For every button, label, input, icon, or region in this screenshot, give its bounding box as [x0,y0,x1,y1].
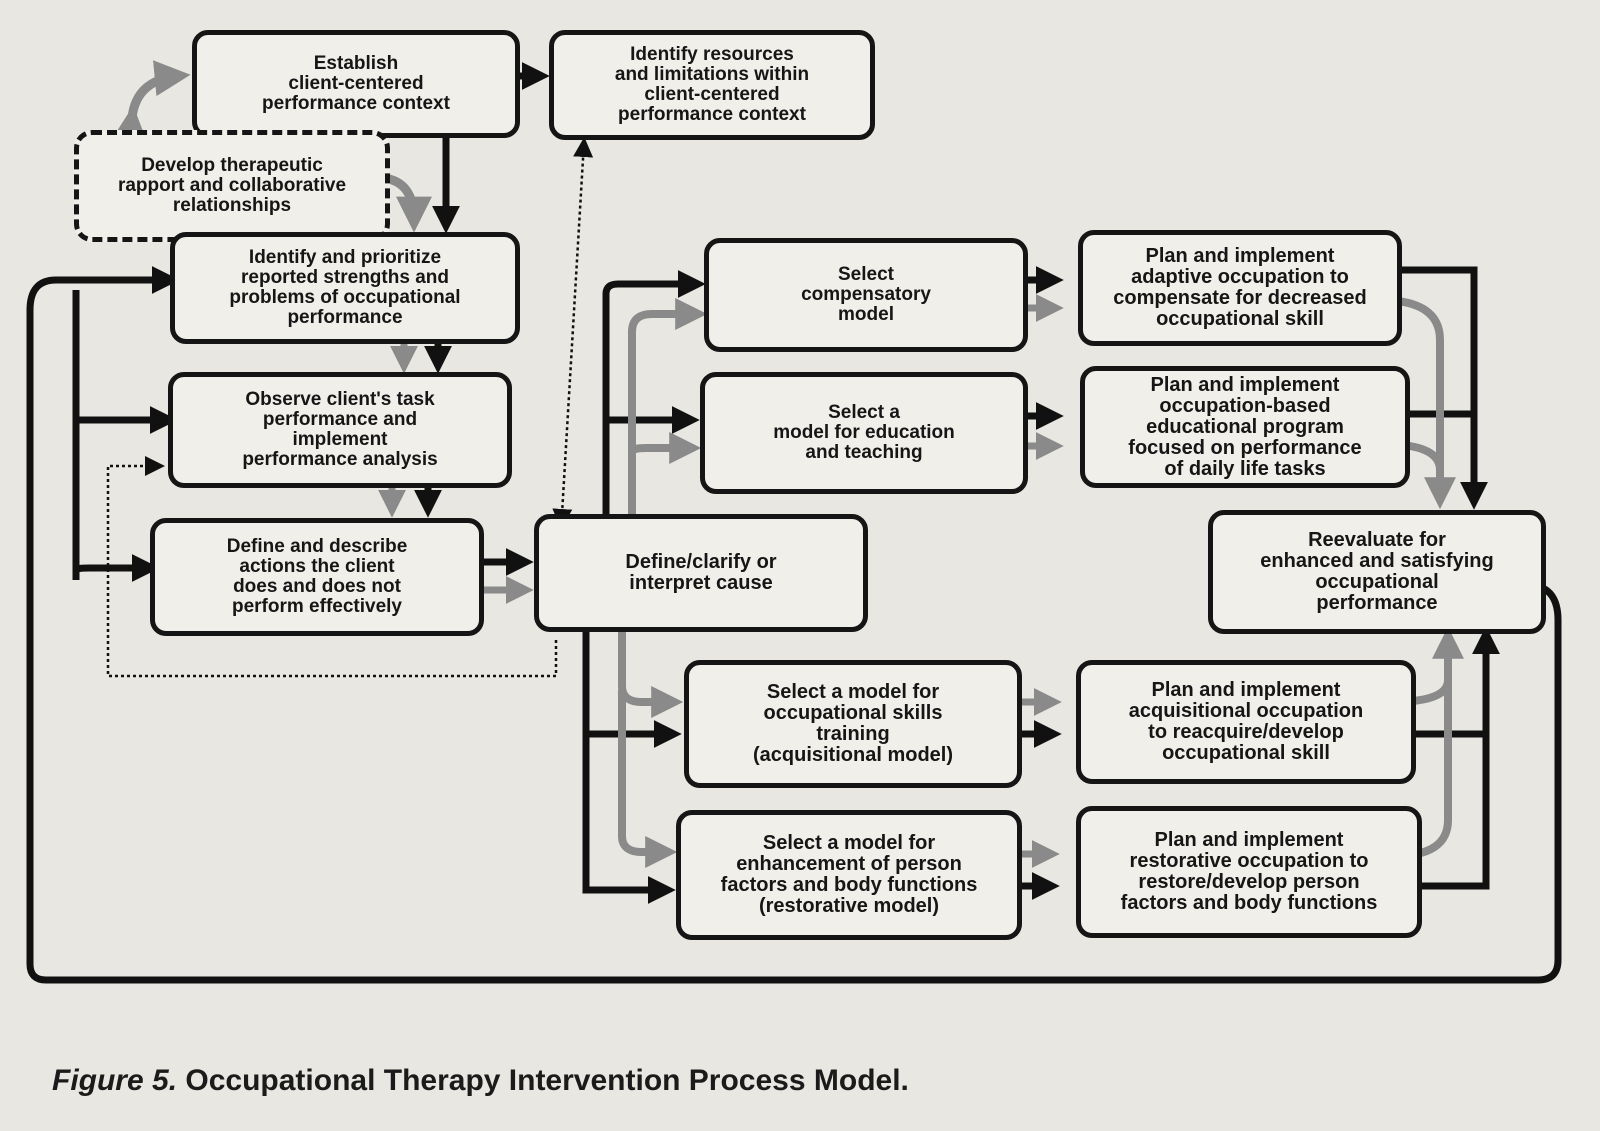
box-plan-adaptive: Plan and implement adaptive occupation t… [1078,230,1402,346]
box-identify-resources: Identify resources and limitations withi… [549,30,875,140]
box-reevaluate: Reevaluate for enhanced and satisfying o… [1208,510,1546,634]
box-observe-task-performance: Observe client's task performance and im… [168,372,512,488]
box-plan-restorative: Plan and implement restorative occupatio… [1076,806,1422,938]
dotted-resources-cause [552,137,594,529]
feedback-loop-line [26,266,1562,984]
figure-caption: Figure 5. Occupational Therapy Intervent… [52,1064,909,1098]
rapport-arrow [111,60,191,144]
dotted-feedback [106,456,558,678]
box-identify-prioritize: Identify and prioritize reported strengt… [170,232,520,344]
figure-title: Occupational Therapy Intervention Proces… [185,1064,909,1097]
box-define-clarify-cause: Define/clarify or interpret cause [534,514,868,632]
box-select-education: Select a model for education and teachin… [700,372,1028,494]
feedback-to-define [72,554,160,582]
box-define-describe-actions: Define and describe actions the client d… [150,518,484,636]
box-select-compensatory: Select compensatory model [704,238,1028,352]
box-plan-educational: Plan and implement occupation-based educ… [1080,366,1410,488]
box-plan-acquisitional: Plan and implement acquisitional occupat… [1076,660,1416,784]
box-select-acquisitional: Select a model for occupational skills t… [684,660,1022,788]
box-establish-context: Establish client-centered performance co… [192,30,520,138]
box-select-restorative: Select a model for enhancement of person… [676,810,1022,940]
figure-label: Figure 5. [52,1064,178,1097]
box-develop-rapport: Develop therapeutic rapport and collabor… [74,130,390,242]
